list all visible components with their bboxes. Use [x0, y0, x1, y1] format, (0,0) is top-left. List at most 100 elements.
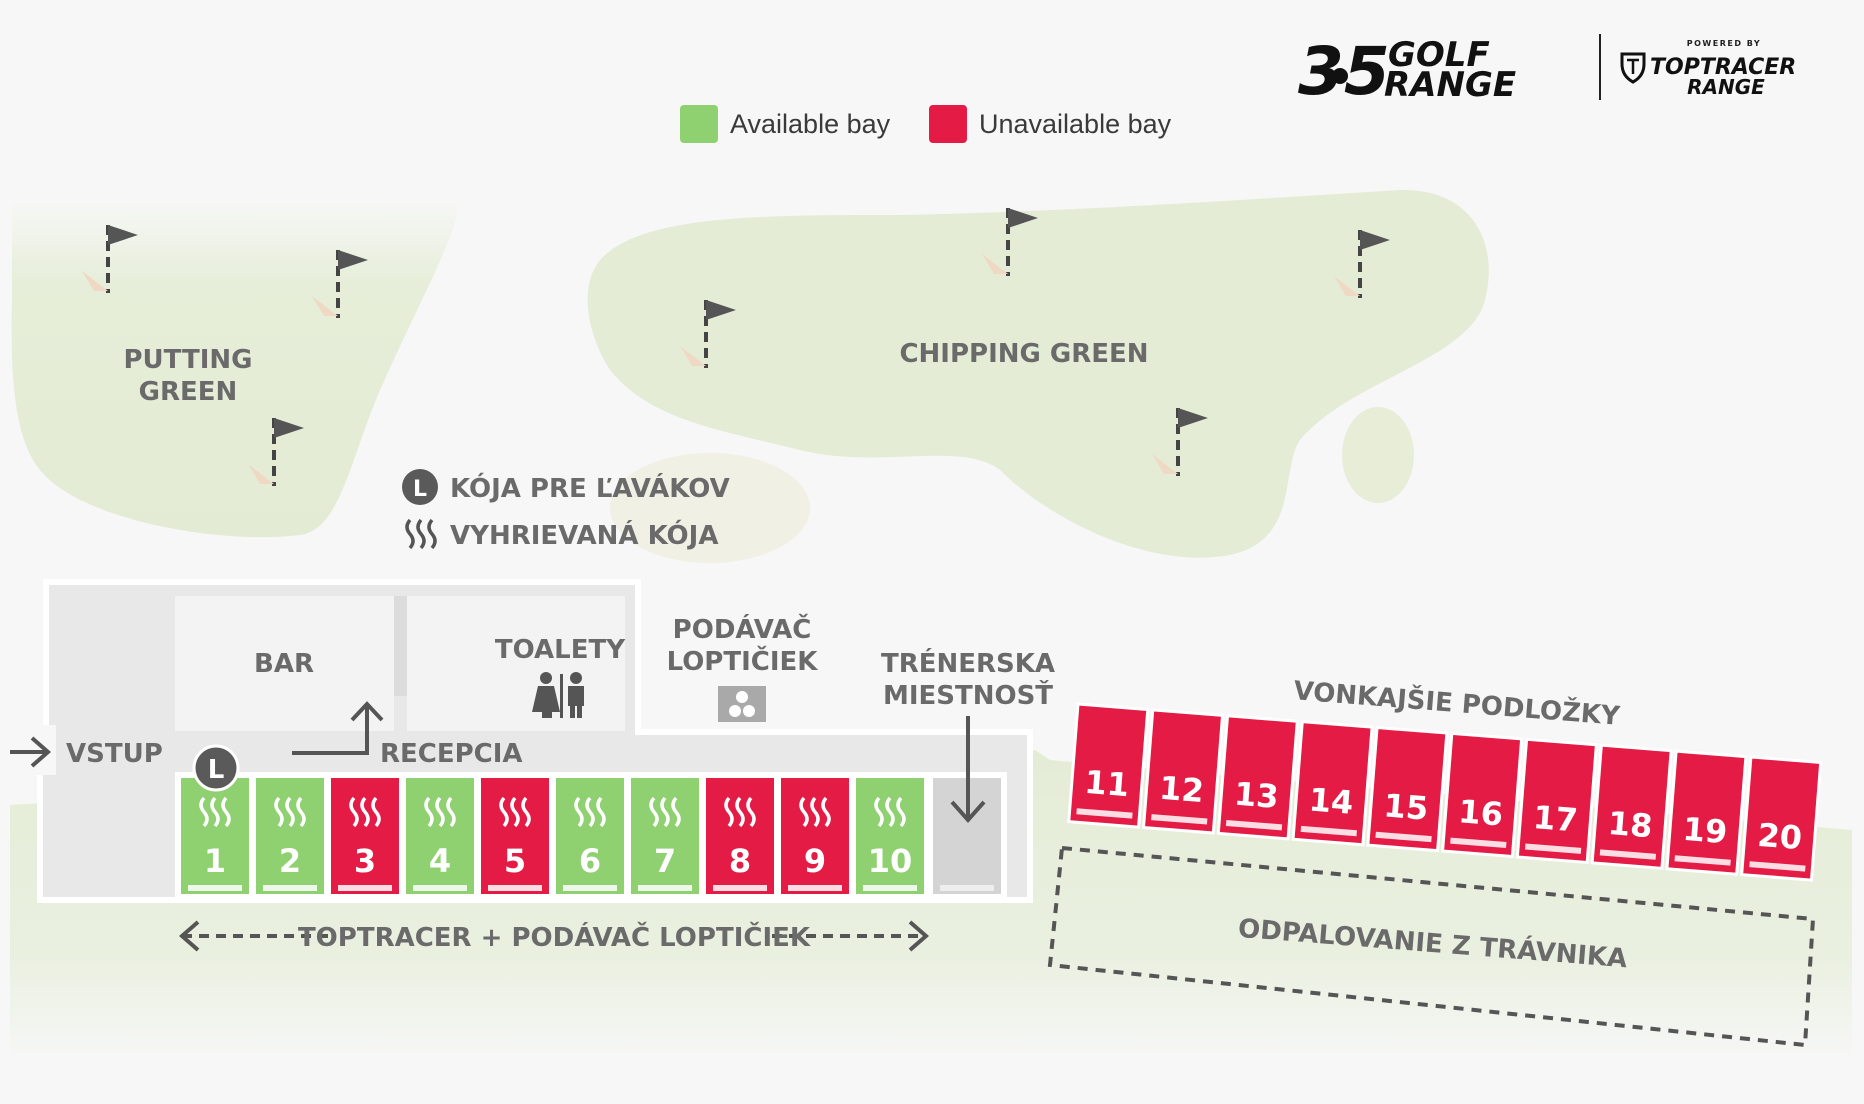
bunker-left: [610, 453, 810, 563]
heat-icon: [274, 796, 306, 828]
bay-tile: [1440, 731, 1524, 859]
indoor-bay-7[interactable]: 7: [631, 778, 699, 894]
bay-mat-line: [1375, 831, 1432, 843]
outdoor-bay-16[interactable]: 16: [1440, 731, 1524, 859]
heat-icon: [499, 796, 531, 828]
bay-mat-line: [1524, 843, 1582, 854]
logo-line2: RANGE: [1384, 65, 1516, 105]
bay-number: 14: [1307, 780, 1354, 821]
outdoor-bay-12[interactable]: 12: [1141, 708, 1225, 835]
heat-icon: [349, 796, 381, 828]
bay-tile: [1740, 755, 1823, 882]
bay-tile: [631, 778, 699, 894]
outdoor-bay-13[interactable]: 13: [1216, 714, 1299, 841]
toilets-label: TOALETY: [495, 635, 626, 665]
toptracer-shield-icon: [1620, 52, 1646, 84]
bay-number: 12: [1158, 769, 1205, 810]
indoor-bay-4[interactable]: 4: [406, 778, 474, 894]
bay-mat-line: [1749, 861, 1806, 872]
svg-text:L: L: [208, 755, 225, 785]
outdoor-bay-14[interactable]: 14: [1291, 720, 1374, 847]
bay-mat-line: [1674, 855, 1731, 866]
outdoor-mats-label: VONKAJŠIE PODLOŽKY: [1292, 674, 1622, 732]
heat-icon: [724, 796, 756, 828]
bay-mat-line: [338, 885, 392, 891]
toilet-room: [407, 596, 625, 731]
bay-number: 18: [1607, 804, 1654, 845]
outdoor-bay-11[interactable]: 11: [1067, 702, 1150, 829]
heat-icon: [199, 796, 231, 828]
flag-icon: [1152, 408, 1208, 476]
bunker-right: [1342, 407, 1414, 503]
lefty-key-label: KÓJA PRE ĽAVÁKOV: [450, 472, 730, 504]
golf-range-logo: 35 GOLF RANGE: [1298, 33, 1516, 110]
bar-room: [175, 596, 394, 731]
bay-mat-line: [563, 885, 617, 891]
indoor-bay-2[interactable]: 2: [256, 778, 324, 894]
flag-icons: [82, 208, 1390, 486]
golf-ball-icon: [1332, 68, 1348, 84]
heat-icon: [574, 796, 606, 828]
lefty-badge-letter: L: [413, 477, 427, 502]
coach-room-label-2: MIESTNOSŤ: [883, 679, 1053, 711]
putting-green-label: PUTTING: [123, 345, 252, 375]
bay-tile: [706, 778, 774, 894]
bay-mat-line: [1076, 808, 1133, 819]
partner-small-label: POWERED BY: [1687, 39, 1761, 48]
bay-number: 15: [1382, 786, 1429, 827]
bay-mat-line: [488, 885, 542, 891]
chipping-green-area: [587, 189, 1489, 558]
indoor-bay-8[interactable]: 8: [706, 778, 774, 894]
outdoor-bay-15[interactable]: 15: [1366, 725, 1449, 853]
ball-dispenser-label-2: LOPTIČIEK: [667, 645, 819, 677]
indoor-bay-5[interactable]: 5: [481, 778, 549, 894]
heat-icon: [405, 518, 437, 550]
heated-key-label: VYHRIEVANÁ KÓJA: [450, 519, 718, 551]
reception-label: RECEPCIA: [380, 739, 523, 769]
outdoor-bay-18[interactable]: 18: [1590, 743, 1673, 870]
outdoor-bay-19[interactable]: 19: [1665, 749, 1748, 876]
bay-mat-line: [188, 885, 242, 891]
logo-line1: GOLF: [1388, 35, 1490, 75]
bay-number: 16: [1457, 792, 1504, 833]
bay-number: 10: [868, 842, 913, 880]
bay-tile: [1067, 702, 1150, 829]
bay-number: 2: [279, 842, 301, 880]
bay-tile: [181, 778, 249, 894]
bay-tile: [481, 778, 549, 894]
bar-label: BAR: [254, 649, 314, 679]
bay-number: 5: [504, 842, 526, 880]
indoor-bay-1[interactable]: 1L: [181, 744, 249, 894]
bay-mat-line: [413, 885, 467, 891]
flag-icon: [680, 300, 736, 368]
heat-icon: [874, 796, 906, 828]
toptracer-logo: POWERED BY TOPTRACER RANGE: [1620, 39, 1796, 99]
bay-number: 8: [729, 842, 751, 880]
bay-number: 7: [654, 842, 676, 880]
legend: Available bay Unavailable bay: [680, 105, 1172, 143]
bay-mat-line: [1450, 837, 1507, 849]
flag-icon: [312, 250, 368, 318]
indoor-bay-3[interactable]: 3: [331, 778, 399, 894]
bay-tile: [556, 778, 624, 894]
legend-unavailable-swatch: [929, 105, 967, 143]
legend-available-swatch: [680, 105, 718, 143]
bay-number: 6: [579, 842, 601, 880]
outdoor-bay-20[interactable]: 20: [1740, 755, 1823, 882]
bay-mat-line: [263, 885, 317, 891]
bay-number: 20: [1756, 816, 1803, 857]
bay-tile: [331, 778, 399, 894]
outdoor-bay-17[interactable]: 17: [1515, 737, 1599, 865]
bay-number: 4: [429, 842, 451, 880]
bay-tile: [406, 778, 474, 894]
indoor-bay-10[interactable]: 10: [856, 778, 924, 894]
lefty-badge-icon: L: [192, 744, 240, 792]
bay-tile: [781, 778, 849, 894]
bay-tile: [1141, 708, 1225, 835]
coach-room-label: TRÉNERSKA: [881, 647, 1055, 679]
bay-mat-line: [788, 885, 842, 891]
indoor-bay-9[interactable]: 9: [781, 778, 849, 894]
bay-tile: [1366, 725, 1449, 853]
indoor-bay-6[interactable]: 6: [556, 778, 624, 894]
